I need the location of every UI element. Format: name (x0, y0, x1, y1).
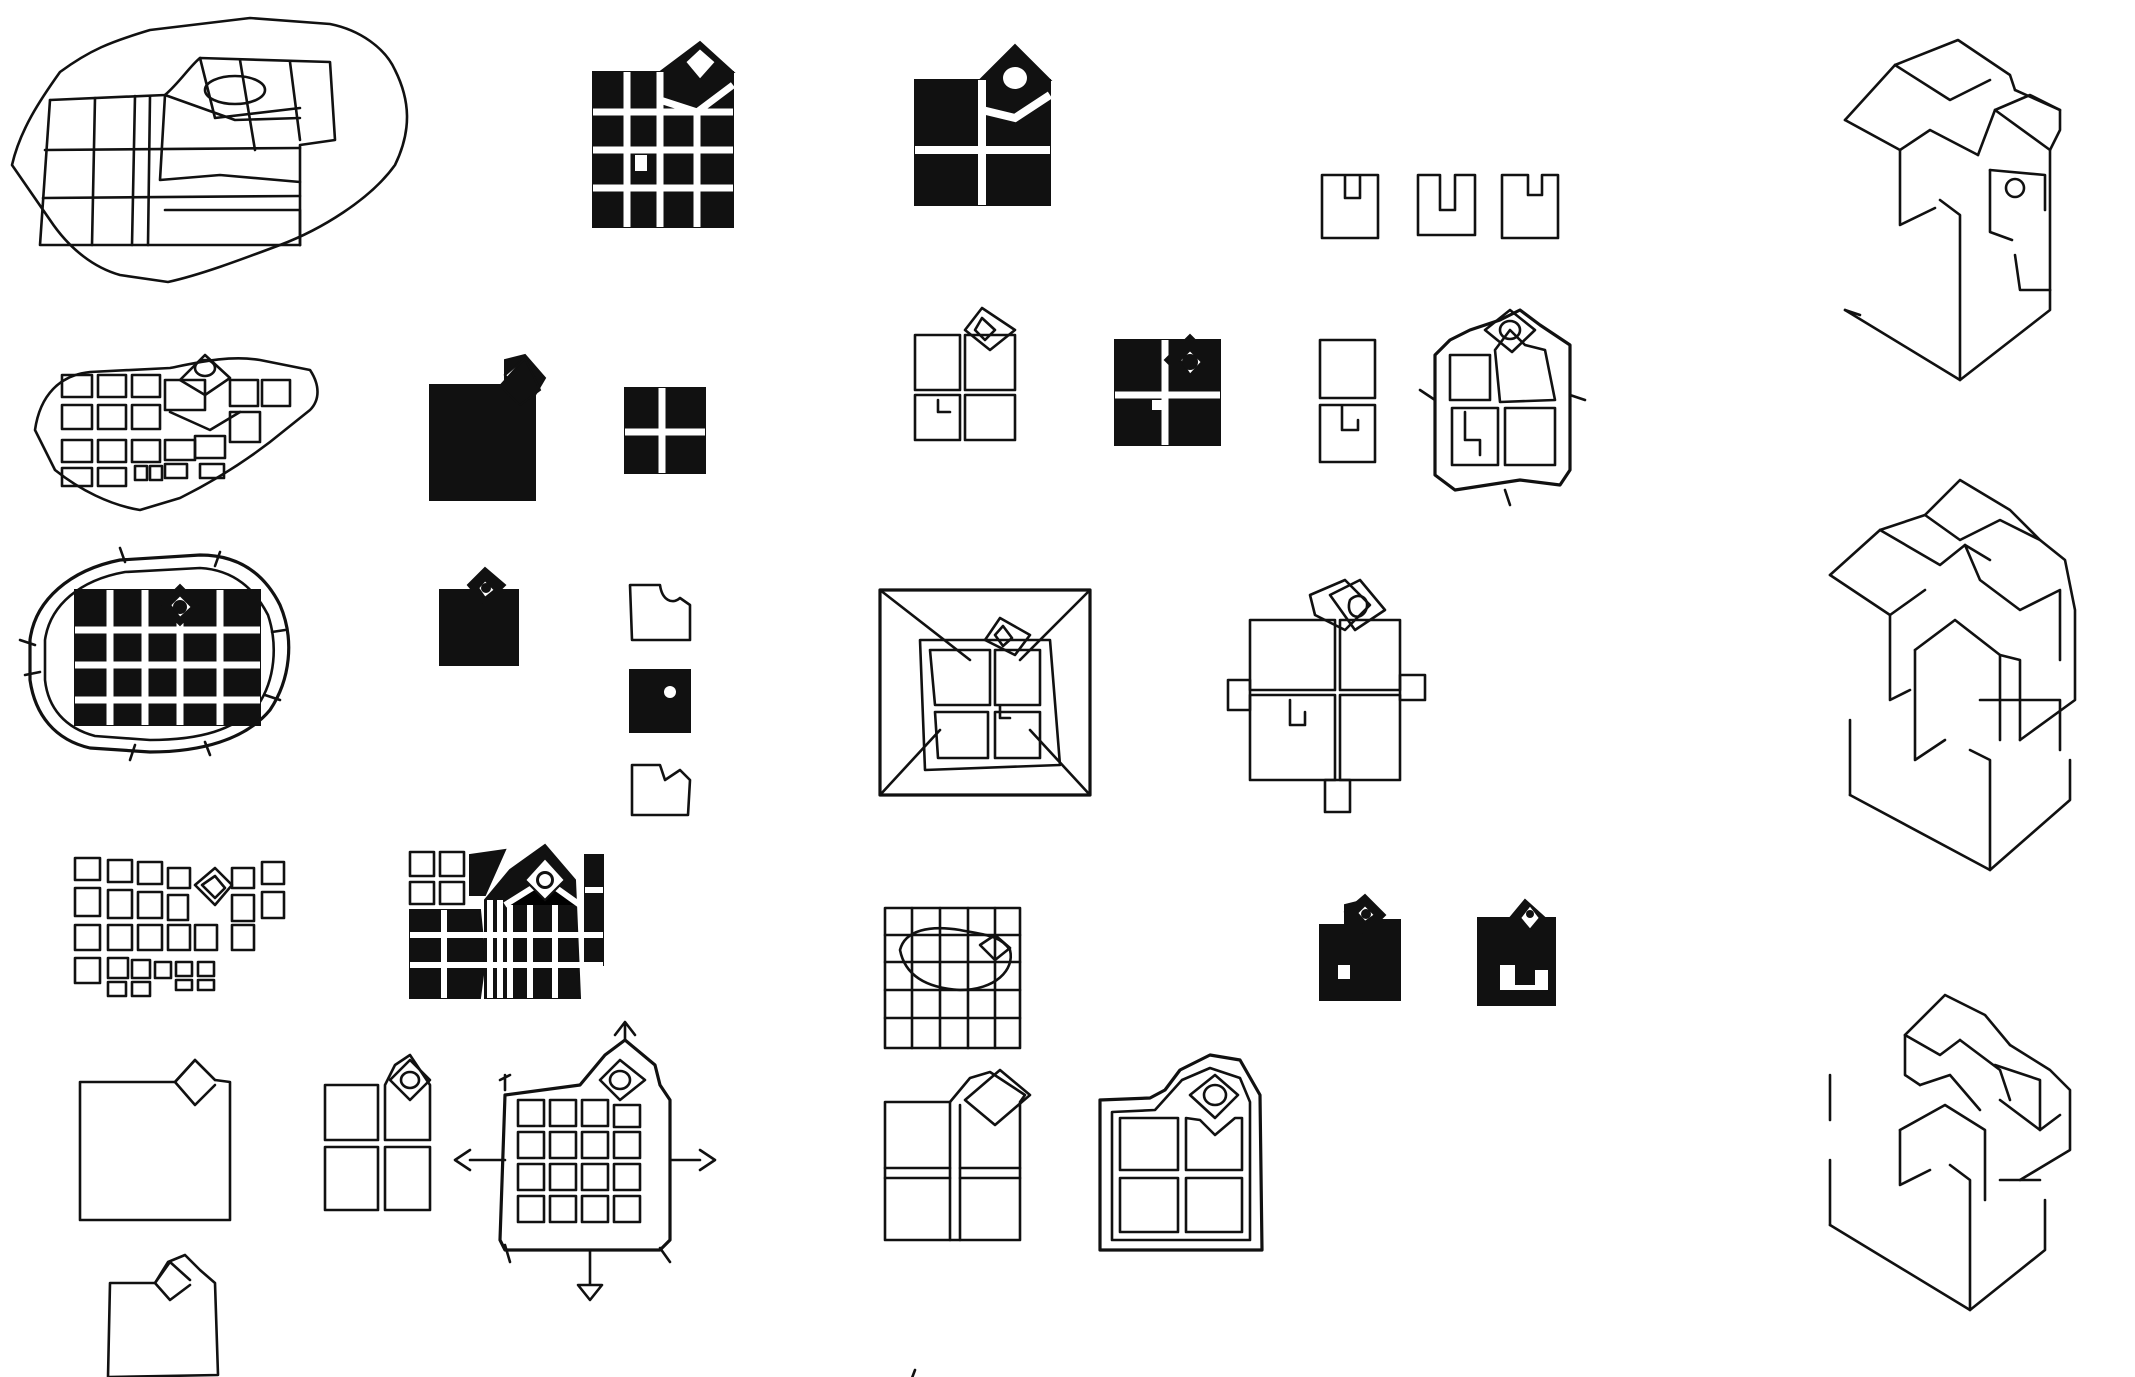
irregular-city-blocks-plan (35, 355, 318, 510)
four-square-with-diamond (325, 1055, 430, 1210)
stray-ink-mark (912, 1370, 915, 1377)
grid-with-curve-plan (885, 908, 1020, 1048)
isometric-block-bottom (1830, 995, 2070, 1310)
crossing-plan-with-arms (1228, 580, 1425, 812)
outline-quad-with-diamond-plan (915, 308, 1015, 440)
cross-square-with-diamond (885, 1070, 1030, 1240)
notched-square-series (630, 585, 690, 815)
framed-square-pyramid-plan (880, 590, 1090, 795)
irregular-block-grid-plan (75, 858, 284, 996)
grid-with-arrows-plan (455, 1022, 715, 1300)
black-grid-with-diamond-plan (593, 42, 733, 227)
isometric-block-middle (1830, 480, 2075, 870)
outline-stack-with-l-plan (1320, 340, 1375, 462)
city-outline-grid-plan (12, 18, 407, 282)
walled-four-square-with-diamond (1100, 1055, 1262, 1250)
walled-quad-with-diamond-plan (1420, 310, 1585, 505)
black-square-diamond-small (1320, 895, 1400, 1000)
black-four-square-plan (625, 388, 705, 473)
black-quad-with-diamond-plan (915, 45, 1050, 205)
black-quad-diamond-plan-2 (1115, 335, 1220, 445)
square-with-diamond-outline (80, 1060, 230, 1220)
black-solid-with-diamond-plan (430, 355, 545, 500)
small-black-square-diamond (440, 568, 518, 665)
isometric-block-top (1845, 40, 2060, 380)
small-l-shape-outlines (1322, 175, 1558, 238)
fortified-oval-city-plan (20, 548, 289, 760)
black-square-notched-diamond (1478, 900, 1555, 1005)
small-square-with-diamond (108, 1255, 218, 1377)
black-grid-radial-plan (410, 845, 603, 998)
